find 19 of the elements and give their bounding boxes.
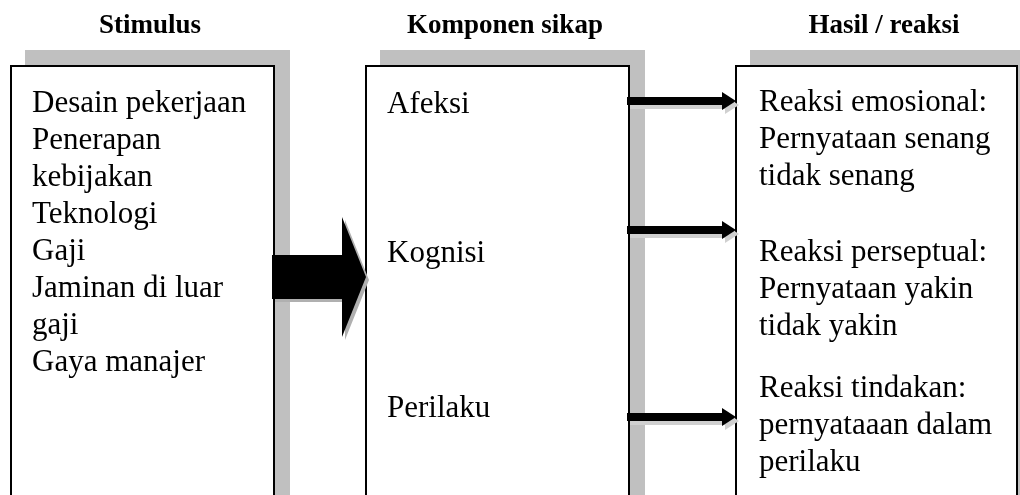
row-text: Reaksi perseptual: Pernyataan yakin tidak yakin — [759, 232, 989, 343]
list-item: Jaminan di luar gaji — [32, 268, 225, 342]
list-item: Gaya manajer — [32, 342, 205, 379]
list-item: Desain pekerjaan — [32, 83, 247, 120]
row-text: Afeksi — [387, 83, 470, 121]
row-text: Reaksi tindakan: pernyataaan dalam perilaku — [759, 368, 994, 479]
list-item: Gaji — [32, 231, 86, 268]
row-text: Kognisi — [387, 233, 486, 270]
arrow — [627, 92, 736, 110]
list-item: Teknologi — [32, 194, 158, 231]
list-item: Penerapan kebijakan — [32, 120, 163, 194]
arrow — [627, 408, 736, 426]
row-text: Reaksi emosional: Pernyataan senang tidak senang — [759, 82, 992, 193]
arrow — [272, 217, 366, 337]
arrow — [627, 221, 736, 239]
column-heading: Stimulus — [97, 9, 202, 40]
column-heading: Komponen sikap — [406, 9, 604, 40]
row-text: Perilaku — [387, 387, 491, 425]
column-heading: Hasil / reaksi — [807, 9, 961, 40]
